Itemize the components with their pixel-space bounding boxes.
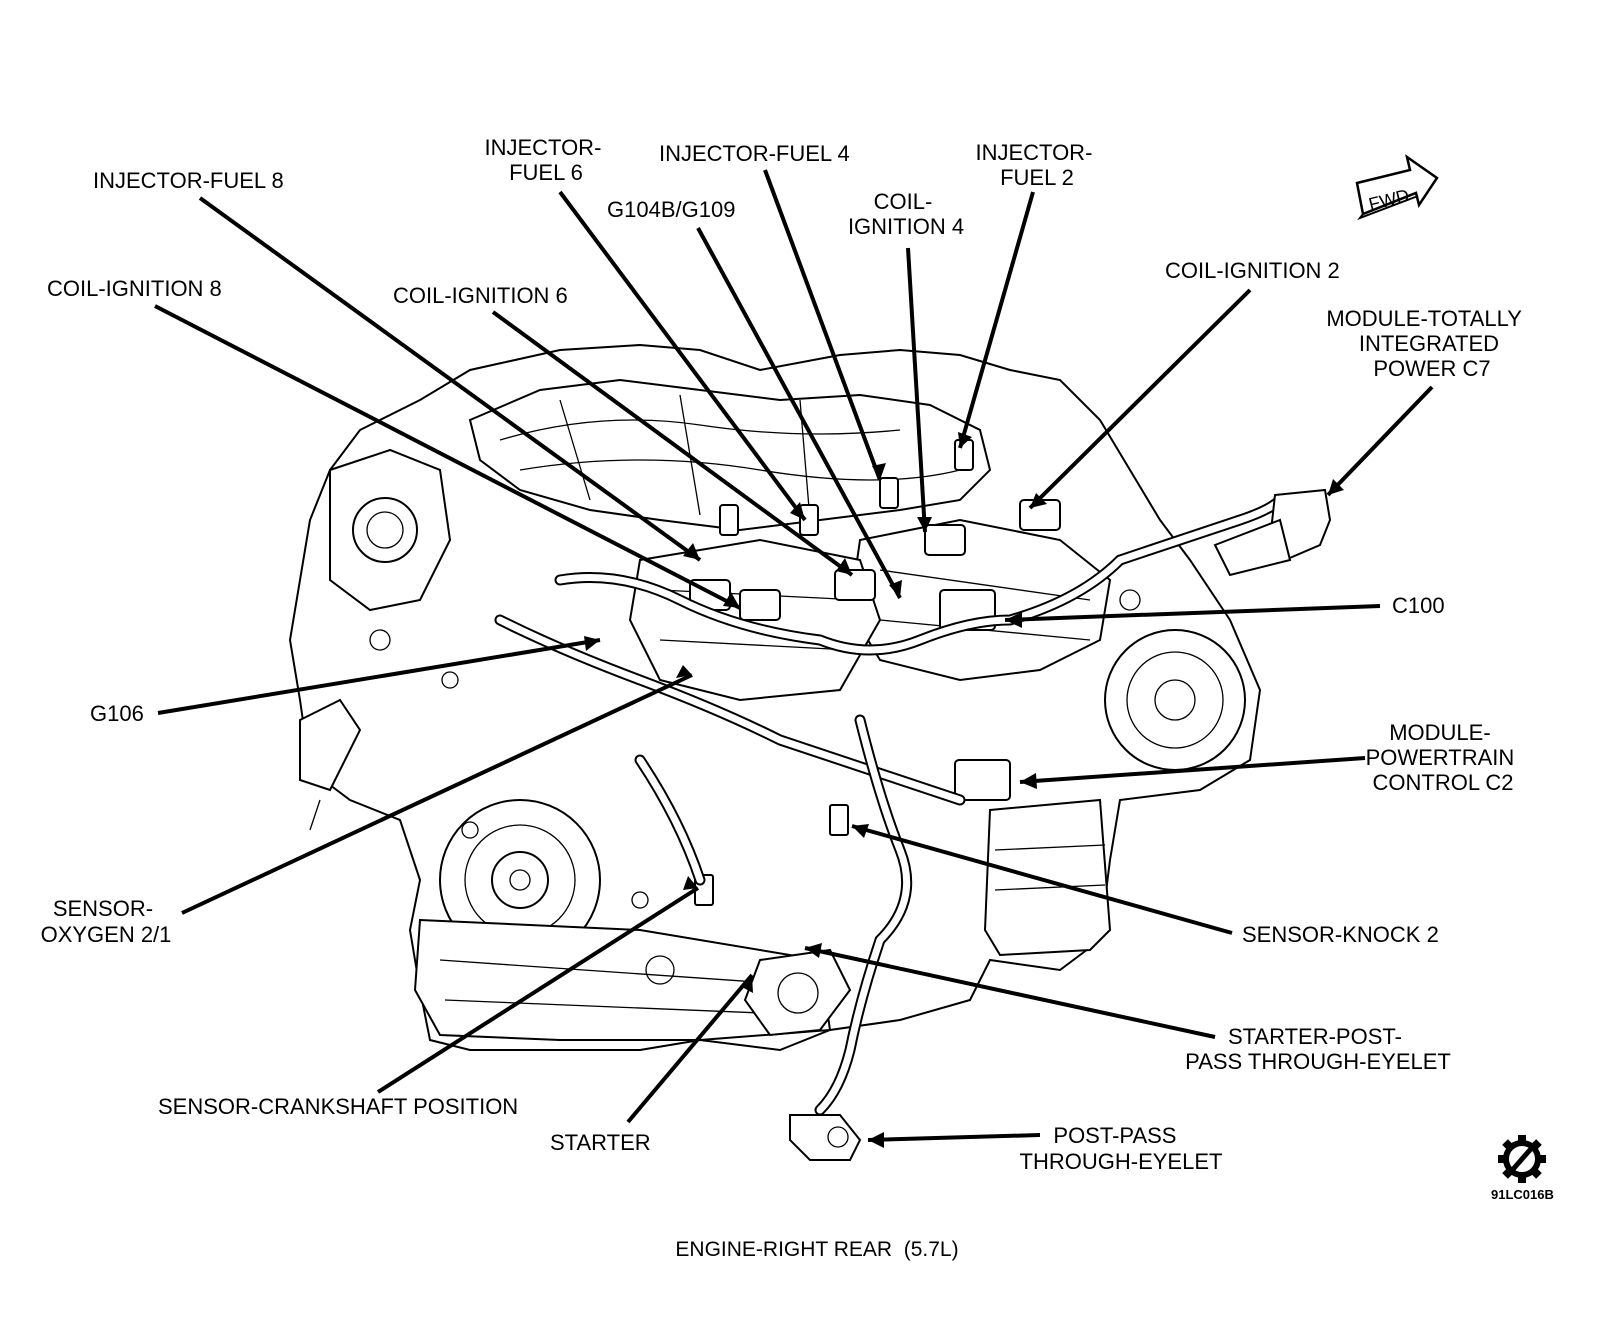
- label-coil-ignition-6: COIL-IGNITION 6: [393, 283, 568, 308]
- label-injector-fuel-8: INJECTOR-FUEL 8: [93, 168, 284, 193]
- label-coil-ignition-4: COIL- IGNITION 4: [848, 189, 964, 239]
- leader-g106: [157, 638, 601, 715]
- leader-c100: [1004, 604, 1381, 622]
- leader-injector-fuel-6: [558, 190, 807, 522]
- label-sensor-knock-2: SENSOR-KNOCK 2: [1242, 922, 1439, 947]
- label-injector-fuel-4: INJECTOR-FUEL 4: [659, 141, 850, 166]
- callout-labels: INJECTOR-FUEL 8 INJECTOR- FUEL 6 INJECTO…: [41, 135, 1527, 1174]
- leader-starter-post-eyelet: [804, 946, 1216, 1039]
- label-coil-ignition-2: COIL-IGNITION 2: [1165, 258, 1340, 283]
- leader-sensor-oxygen: [181, 673, 693, 915]
- leader-sensor-crankshaft: [376, 886, 700, 1094]
- leader-injector-fuel-8: [198, 196, 702, 562]
- label-c100: C100: [1392, 593, 1445, 618]
- leader-module-tipm-c7: [1326, 385, 1434, 497]
- label-sensor-oxygen-2-1: SENSOR- OXYGEN 2/1: [41, 896, 172, 947]
- engine-illustration: [288, 343, 1332, 1161]
- leader-module-pcm-c2: [1019, 756, 1366, 784]
- label-post-pass-through-eyelet: POST-PASS THROUGH-EYELET: [1020, 1123, 1223, 1174]
- forward-arrow-icon: FWD: [1355, 154, 1439, 221]
- leader-post-pass-eyelet: [867, 1133, 1041, 1142]
- label-module-tipm-c7: MODULE-TOTALLY INTEGRATED POWER C7: [1326, 306, 1527, 381]
- leader-coil-ignition-2: [1028, 288, 1252, 510]
- label-injector-fuel-6: INJECTOR- FUEL 6: [484, 135, 607, 185]
- label-sensor-crankshaft-position: SENSOR-CRANKSHAFT POSITION: [158, 1094, 518, 1119]
- label-starter: STARTER: [550, 1130, 651, 1155]
- leader-coil-ignition-6: [491, 310, 854, 577]
- leader-lines: [154, 169, 1434, 1148]
- leader-injector-fuel-2: [958, 191, 1035, 449]
- label-module-pcm-c2: MODULE- POWERTRAIN CONTROL C2: [1366, 720, 1521, 795]
- figure-code: 91LC016B: [1491, 1187, 1554, 1202]
- label-starter-post-pass-through-eyelet: STARTER-POST- PASS THROUGH-EYELET: [1185, 1024, 1451, 1074]
- label-g106: G106: [90, 701, 144, 726]
- leader-coil-ignition-8: [154, 304, 741, 610]
- label-coil-ignition-8: COIL-IGNITION 8: [47, 276, 222, 301]
- label-injector-fuel-2: INJECTOR- FUEL 2: [975, 140, 1098, 190]
- leader-coil-ignition-4: [906, 247, 927, 533]
- leader-g104b-g109: [696, 227, 902, 599]
- leader-sensor-knock-2: [851, 824, 1233, 935]
- gear-icon: [1498, 1135, 1546, 1183]
- leader-injector-fuel-4: [763, 169, 882, 481]
- figure-caption: ENGINE-RIGHT REAR (5.7L): [675, 1238, 958, 1261]
- label-g104b-g109: G104B/G109: [607, 197, 735, 222]
- leader-starter: [626, 973, 754, 1124]
